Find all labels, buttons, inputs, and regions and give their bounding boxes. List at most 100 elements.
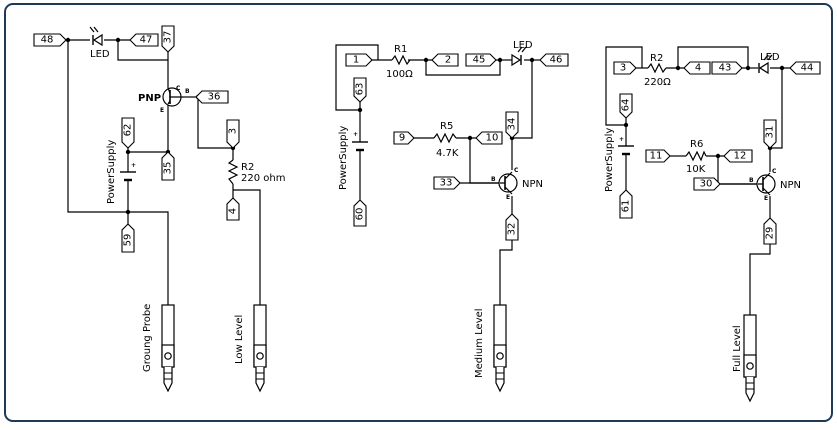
svg-text:59: 59 xyxy=(123,234,134,247)
tag-43: 43 xyxy=(711,61,743,75)
svg-text:44: 44 xyxy=(801,63,814,74)
npn-middle-label: NPN xyxy=(522,179,543,190)
tag-47: 47 xyxy=(129,33,159,47)
r5-value: 4.7K xyxy=(436,148,459,159)
svg-text:60: 60 xyxy=(355,208,366,221)
led-right: LED xyxy=(758,52,780,75)
svg-text:61: 61 xyxy=(621,200,632,213)
pnp-transistor: C B E PNP xyxy=(138,85,190,114)
tag-60: 60 xyxy=(353,199,367,227)
svg-text:C: C xyxy=(514,167,519,174)
resistor-r6: R6 10K xyxy=(685,139,707,175)
tag-2: 2 xyxy=(431,53,459,67)
led-right-label: LED xyxy=(760,52,780,63)
svg-text:35: 35 xyxy=(163,162,174,175)
low-level-probe-icon xyxy=(253,304,267,392)
svg-text:3: 3 xyxy=(228,128,239,134)
svg-text:46: 46 xyxy=(550,55,563,66)
svg-text:4: 4 xyxy=(228,208,239,214)
r2-right-ref: R2 xyxy=(650,53,663,64)
pnp-base-mark: B xyxy=(185,88,190,95)
r6-value: 10K xyxy=(686,164,706,175)
svg-text:36: 36 xyxy=(208,92,221,103)
tag-30: 30 xyxy=(693,177,721,191)
medium-level-probe-icon xyxy=(493,304,507,392)
low-level-probe-label: Low Level xyxy=(234,315,245,364)
svg-text:63: 63 xyxy=(355,83,366,96)
svg-text:B: B xyxy=(749,177,754,184)
r2-left-ref: R2 xyxy=(241,162,254,173)
battery-left-plus: + xyxy=(131,162,136,169)
svg-text:37: 37 xyxy=(163,31,174,44)
led-middle-label: LED xyxy=(513,40,533,51)
tag-64: 64 xyxy=(619,93,633,119)
tag-4-left: 4 xyxy=(226,197,240,221)
supply-middle-label: PowerSupply xyxy=(338,126,349,190)
tag-10: 10 xyxy=(475,131,503,145)
svg-text:E: E xyxy=(506,194,510,201)
led-middle: LED xyxy=(511,40,533,67)
ground-probe-icon xyxy=(161,304,175,392)
svg-text:30: 30 xyxy=(700,179,713,190)
svg-text:64: 64 xyxy=(621,99,632,112)
tag-3-right: 3 xyxy=(613,61,637,75)
full-level-probe-icon xyxy=(743,314,757,402)
led-left: LED xyxy=(89,26,110,60)
tag-29: 29 xyxy=(763,217,777,245)
r2-left-value: 220 ohm xyxy=(241,173,285,184)
circuit-right: R2 220Ω LED + PowerSupply R6 10K C xyxy=(604,46,821,402)
tag-62: 62 xyxy=(121,117,135,149)
led-left-label: LED xyxy=(90,49,110,60)
svg-text:48: 48 xyxy=(41,35,54,46)
circuit-left: LED C B E PNP + PowerSupply R2 220 ohm 4… xyxy=(33,25,285,392)
svg-text:11: 11 xyxy=(650,151,663,162)
resistor-r1: R1 100Ω xyxy=(386,44,413,80)
svg-text:2: 2 xyxy=(445,55,451,66)
npn-transistor-middle: C B E NPN xyxy=(491,167,543,201)
resistor-r5: R5 4.7K xyxy=(433,121,459,159)
svg-text:C: C xyxy=(176,85,181,92)
svg-text:33: 33 xyxy=(440,178,453,189)
svg-text:E: E xyxy=(764,195,768,202)
svg-text:12: 12 xyxy=(734,151,747,162)
svg-text:32: 32 xyxy=(507,223,518,236)
tag-35: 35 xyxy=(161,151,175,181)
tag-46: 46 xyxy=(539,53,569,67)
svg-text:3: 3 xyxy=(620,63,626,74)
npn-right-label: NPN xyxy=(780,180,801,191)
r6-ref: R6 xyxy=(690,139,703,150)
tag-37: 37 xyxy=(161,25,175,53)
r1-ref: R1 xyxy=(394,44,407,55)
npn-transistor-right: C B E NPN xyxy=(749,168,801,202)
tag-61: 61 xyxy=(619,189,633,219)
svg-text:43: 43 xyxy=(719,63,732,74)
tag-11: 11 xyxy=(645,149,671,163)
svg-text:1: 1 xyxy=(353,55,359,66)
svg-text:4: 4 xyxy=(695,63,701,74)
tag-32: 32 xyxy=(505,213,519,241)
svg-text:C: C xyxy=(772,168,777,175)
tag-1: 1 xyxy=(345,53,373,67)
tag-4-right: 4 xyxy=(683,61,711,75)
tag-36: 36 xyxy=(195,90,229,104)
tag-44: 44 xyxy=(789,61,821,75)
tag-9: 9 xyxy=(393,131,415,145)
battery-left: + PowerSupply xyxy=(106,140,136,204)
tag-34: 34 xyxy=(505,111,519,139)
ground-probe-label: Groung Probe xyxy=(142,304,153,372)
svg-text:47: 47 xyxy=(140,35,153,46)
resistor-left: R2 220 ohm xyxy=(227,159,285,185)
svg-text:+: + xyxy=(353,131,358,138)
svg-text:34: 34 xyxy=(507,118,518,131)
full-level-probe-label: Full Level xyxy=(732,325,743,372)
tag-63: 63 xyxy=(353,77,367,103)
battery-middle: + PowerSupply xyxy=(338,126,368,190)
r1-value: 100Ω xyxy=(386,69,413,80)
circuit-middle: R1 100Ω LED + PowerSupply R5 4.7K C xyxy=(335,40,569,392)
tag-48: 48 xyxy=(33,33,67,47)
tag-3-left: 3 xyxy=(226,119,240,149)
tag-59: 59 xyxy=(121,223,135,253)
tag-45: 45 xyxy=(465,53,497,67)
svg-text:62: 62 xyxy=(123,124,134,137)
